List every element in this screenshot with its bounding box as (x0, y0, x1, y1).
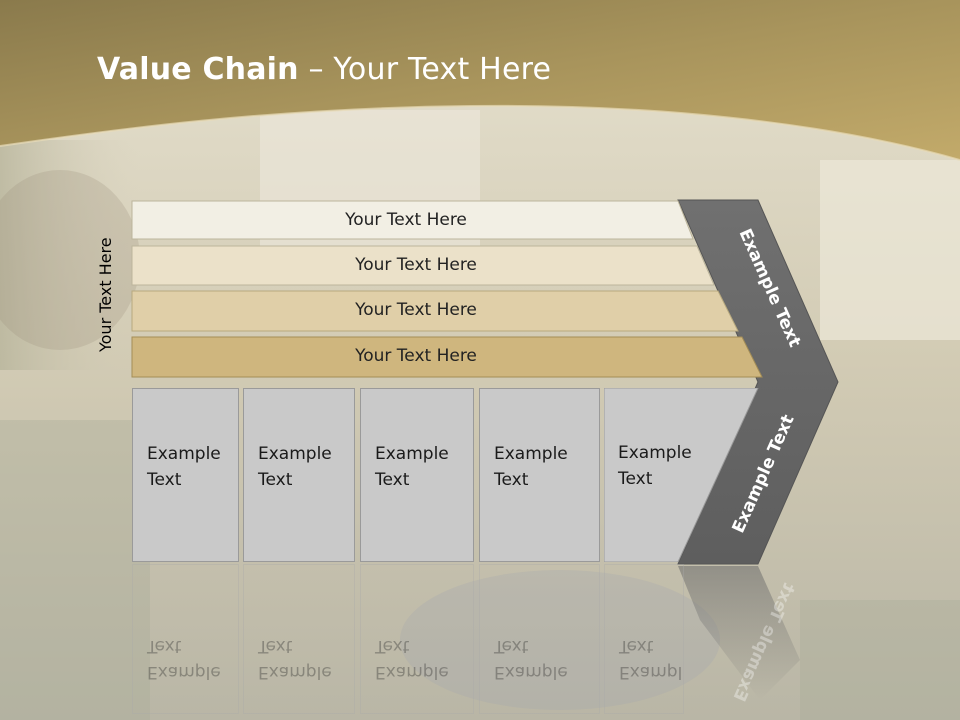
reflection-2-label: Example Text (258, 636, 332, 682)
activity-box-1: Example Text (132, 388, 239, 562)
band-2: Your Text Here (132, 246, 700, 284)
reflection-5-label: Example Text (619, 636, 683, 682)
reflection-3: Example Text (360, 564, 474, 714)
reflection-4: Example Text (479, 564, 600, 714)
activity-box-3: Example Text (360, 388, 474, 562)
band-shape-3 (131, 290, 739, 332)
side-label-text: Your Text Here (96, 237, 115, 352)
activity-box-2-label: Example Text (258, 444, 332, 490)
reflection-1: Example Text (132, 564, 239, 714)
activity-box-2: Example Text (243, 388, 355, 562)
page-title: Value Chain – Your Text Here (97, 52, 551, 87)
band-4-label: Your Text Here (355, 346, 477, 366)
band-2-label: Your Text Here (355, 255, 477, 275)
band-1: Your Text Here (132, 201, 680, 239)
activity-box-5-text-layer: Example Text (604, 388, 692, 562)
band-shape-4 (131, 336, 763, 378)
activity-box-4-label: Example Text (494, 444, 568, 490)
activity-box-4: Example Text (479, 388, 600, 562)
activity-box-5-label-front: Example Text (618, 443, 692, 489)
reflection-4-label: Example Text (494, 636, 568, 682)
band-shape-1 (131, 200, 694, 240)
reflection-3-label: Example Text (375, 636, 449, 682)
activity-box-3-label: Example Text (375, 444, 449, 490)
title-rest: – Your Text Here (298, 52, 552, 87)
band-3-label: Your Text Here (355, 300, 477, 320)
reflection-5: Example Text (604, 564, 684, 714)
band-3: Your Text Here (132, 291, 700, 329)
activity-box-1-label: Example Text (147, 444, 221, 490)
title-bold: Value Chain (97, 52, 299, 87)
band-1-label: Your Text Here (345, 210, 467, 230)
reflection-2: Example Text (243, 564, 355, 714)
band-shape-2 (131, 245, 715, 286)
activity-box-5-slant (604, 388, 759, 562)
band-4: Your Text Here (132, 337, 700, 375)
reflection-1-label: Example Text (147, 636, 221, 682)
